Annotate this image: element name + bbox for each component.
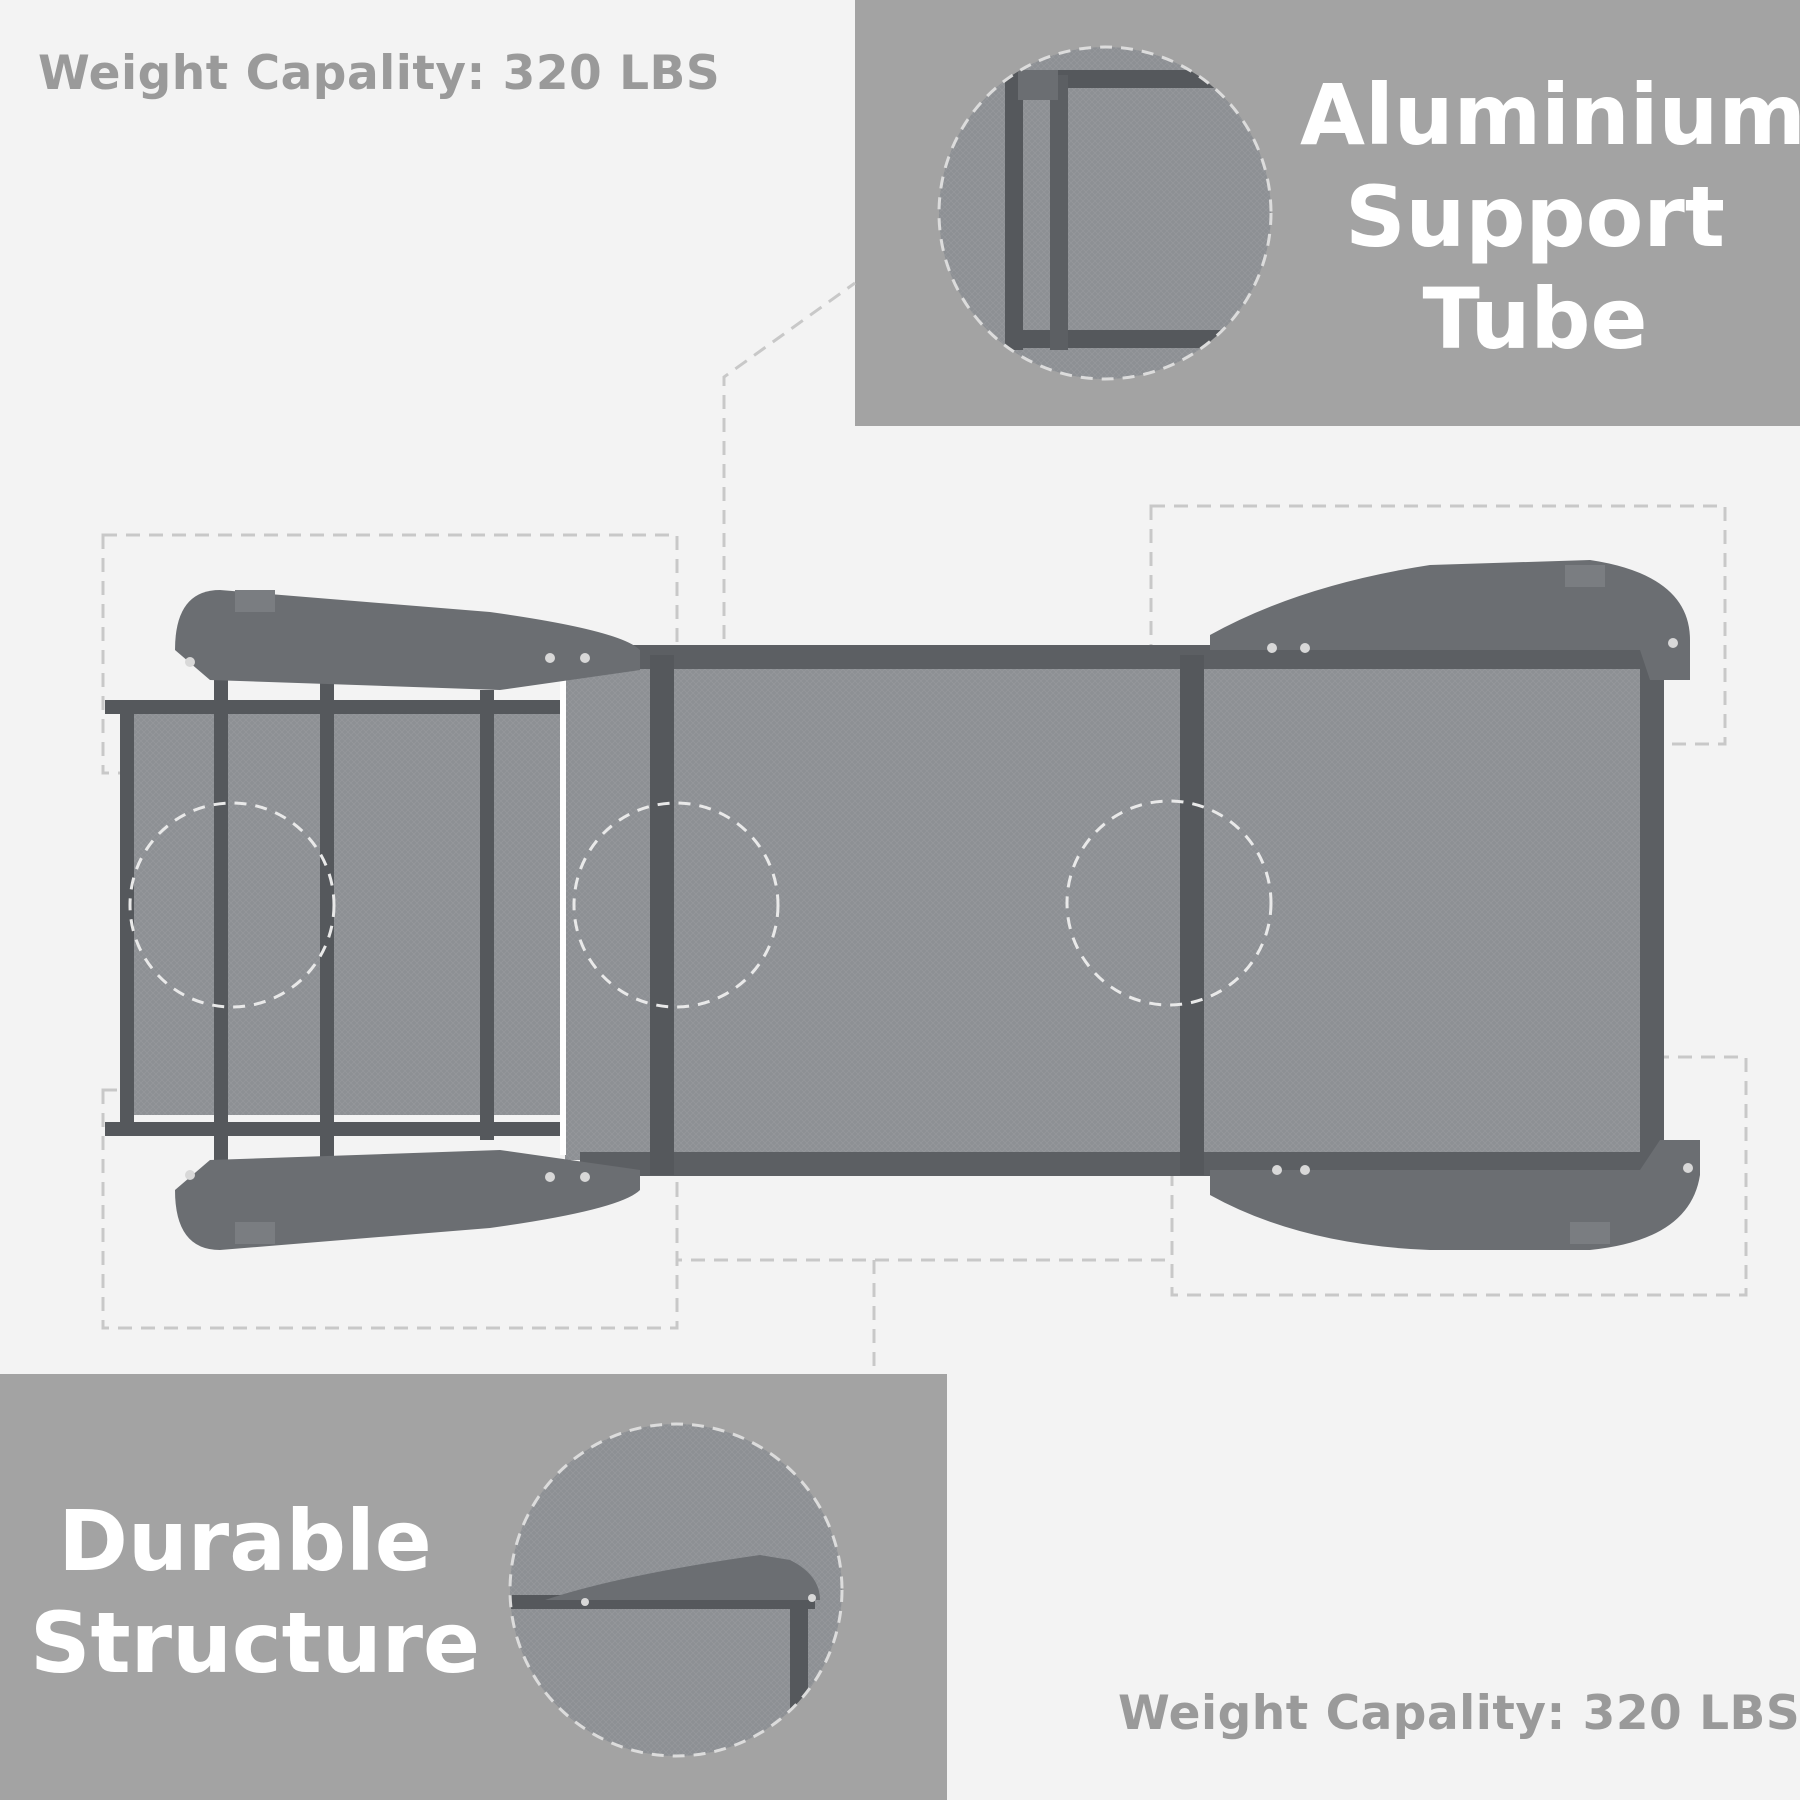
zoom-detail-durable-structure xyxy=(510,1424,842,1756)
weight-capacity-caption-top: Weight Capality: 320 LBS xyxy=(38,46,721,101)
headline-line: Aluminium xyxy=(1300,66,1800,164)
lounger-frame xyxy=(105,560,1700,1250)
headline-line: Tube xyxy=(1422,270,1648,368)
zoom-detail-support-tube xyxy=(939,47,1271,379)
headline-line: Durable xyxy=(58,1492,432,1590)
dashed-detail-circles xyxy=(128,799,1273,1009)
weight-capacity-caption-bottom: Weight Capality: 320 LBS xyxy=(1118,1686,1800,1741)
headline-aluminium-support-tube: Aluminium Support Tube xyxy=(1300,64,1800,370)
headline-line: Structure xyxy=(30,1594,481,1692)
headline-line: Support xyxy=(1345,168,1725,266)
headline-durable-structure: Durable Structure xyxy=(30,1490,481,1694)
